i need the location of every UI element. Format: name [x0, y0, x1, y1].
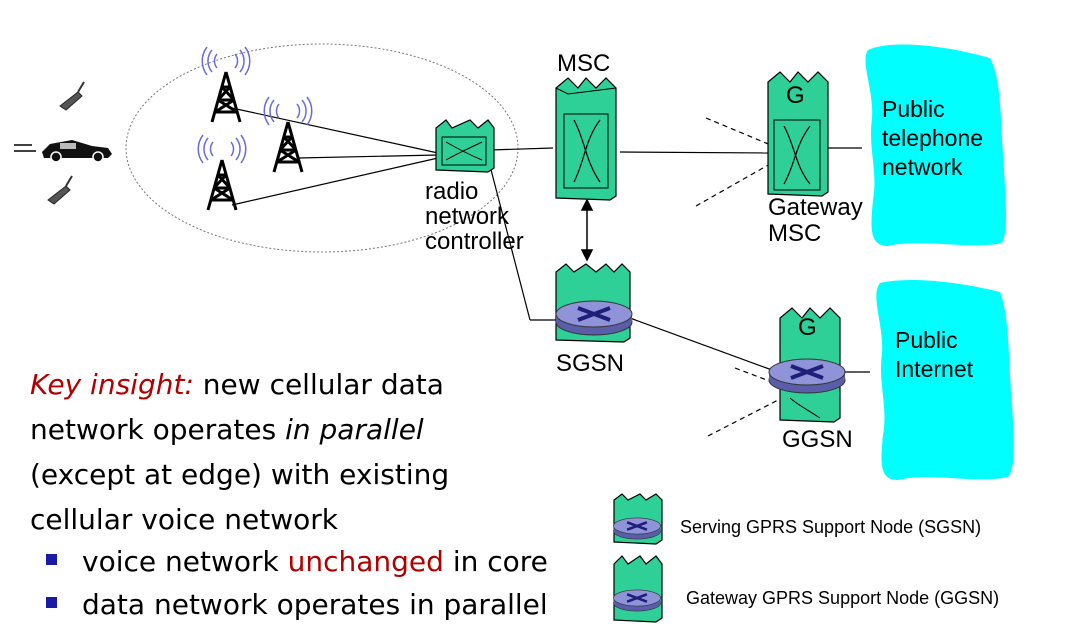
insight-line-3: (except at edge) with existing	[30, 458, 450, 491]
legend-sgsn-label: Serving GPRS Support Node (SGSN)	[680, 517, 982, 537]
telephone-cloud-line-3: network	[882, 154, 963, 180]
telephone-cloud-line-2: telephone	[882, 125, 984, 151]
legend-sgsn-icon	[612, 493, 663, 545]
telephone-cloud-line-1: Public	[882, 96, 945, 122]
legend-ggsn-icon	[612, 555, 663, 623]
msc-sgsn-arrow	[580, 198, 594, 262]
rnc-label-line-2: network	[425, 203, 510, 230]
links	[231, 107, 870, 373]
ggsn-node	[767, 307, 847, 423]
rnc-label-line-1: radio	[425, 178, 479, 205]
public-internet-cloud	[876, 279, 1014, 480]
key-insight-heading: Key insight:	[30, 368, 194, 401]
bullet-1-unchanged: unchanged	[287, 545, 444, 578]
internet-cloud-line-1: Public	[895, 327, 958, 353]
internet-cloud-line-2: Internet	[895, 356, 973, 382]
insight-line-4: cellular voice network	[30, 503, 338, 536]
gateway-msc-label-line-1: Gateway	[768, 194, 863, 221]
bullet-1-post: in core	[443, 545, 548, 578]
gateway-msc-label-line-2: MSC	[768, 220, 822, 247]
key-insight-text: Key insight: new cellular data network o…	[30, 362, 570, 542]
bullet-2-text: data network operates in parallel	[82, 588, 548, 621]
insight-line-1: new cellular data	[193, 368, 444, 401]
coverage-area	[125, 43, 519, 253]
car-icon	[14, 140, 112, 163]
msc-label: MSC	[557, 50, 611, 77]
insight-bullets: voice network unchanged in core data net…	[46, 540, 548, 626]
gateway-msc-g-label: G	[786, 82, 805, 109]
bullet-data-network: data network operates in parallel	[46, 583, 548, 626]
ggsn-label: GGSN	[782, 426, 853, 453]
rnc-label-line-3: controller	[425, 228, 524, 255]
bullet-square-icon	[46, 554, 57, 565]
mobile-phone-icon	[47, 175, 73, 205]
bullet-voice-network: voice network unchanged in core	[46, 540, 548, 583]
bullet-1-pre: voice network	[82, 545, 288, 578]
msc-node	[555, 77, 617, 201]
insight-line-2: network operates	[30, 413, 286, 446]
insight-in-parallel: in parallel	[285, 413, 424, 446]
ggsn-g-label: G	[798, 314, 817, 341]
sgsn-node	[554, 263, 634, 343]
cell-tower-icon	[196, 133, 248, 212]
public-telephone-cloud	[865, 44, 1006, 246]
cell-tower-icon	[262, 95, 314, 174]
mobile-phone-icon	[59, 81, 85, 111]
bullet-square-icon	[46, 597, 57, 608]
sgsn-label: SGSN	[556, 350, 625, 377]
gateway-msc-node	[767, 71, 829, 197]
legend-ggsn-label: Gateway GPRS Support Node (GGSN)	[686, 588, 1000, 608]
rnc-node	[435, 119, 495, 173]
